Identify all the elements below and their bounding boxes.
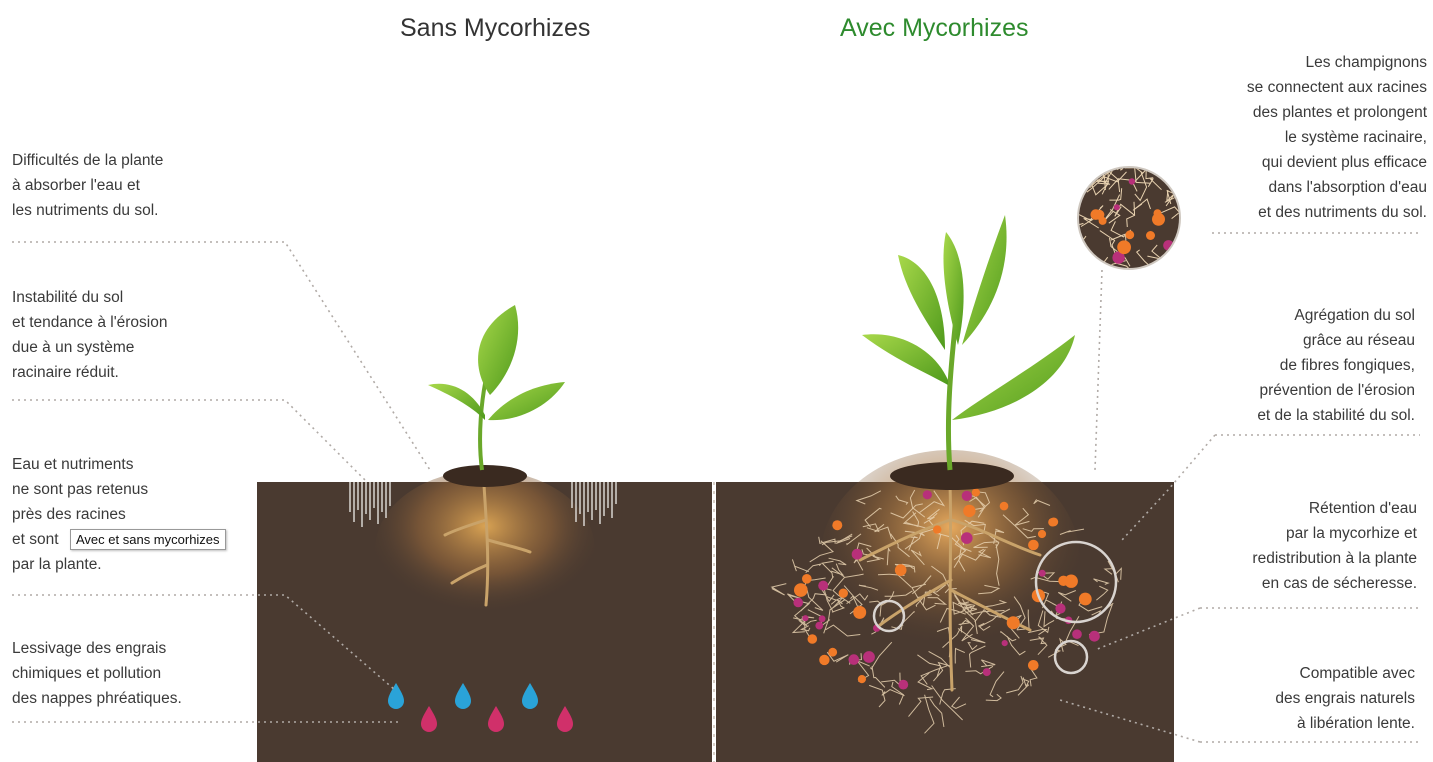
magnified-hyphae-circle bbox=[1071, 148, 1180, 280]
note-line: des nappes phréatiques. bbox=[12, 686, 182, 711]
soil-mound-left bbox=[443, 465, 527, 487]
note-line: de fibres fongiques, bbox=[1257, 353, 1415, 378]
note-line: et des nutriments du sol. bbox=[1247, 200, 1427, 225]
fungal-node bbox=[1146, 231, 1155, 240]
fungal-node bbox=[933, 525, 941, 533]
fungal-node bbox=[1072, 629, 1082, 639]
image-tooltip: Avec et sans mycorhizes bbox=[70, 529, 226, 550]
hypha-strand bbox=[1119, 148, 1127, 169]
note-line: par la mycorhize et bbox=[1252, 521, 1417, 546]
note-line: le système racinaire, bbox=[1247, 125, 1427, 150]
note-line: Difficultés de la plante bbox=[12, 148, 163, 173]
fungal-node bbox=[1007, 616, 1020, 629]
fungal-node bbox=[1089, 631, 1100, 642]
fungal-node bbox=[849, 654, 860, 665]
fungal-node bbox=[983, 668, 991, 676]
note-soil-instability: Instabilité du sol et tendance à l'érosi… bbox=[12, 285, 167, 385]
fungal-node bbox=[858, 675, 866, 683]
note-line: les nutriments du sol. bbox=[12, 198, 163, 223]
fungal-node bbox=[963, 505, 975, 517]
note-line: Eau et nutriments bbox=[12, 452, 148, 477]
note-line: en cas de sécheresse. bbox=[1252, 571, 1417, 596]
fungal-node bbox=[1002, 640, 1008, 646]
note-water-retention: Rétention d'eau par la mycorhize et redi… bbox=[1252, 496, 1417, 596]
note-line: Lessivage des engrais bbox=[12, 636, 182, 661]
fungal-node bbox=[802, 615, 808, 621]
note-line: due à un système bbox=[12, 335, 167, 360]
plant-left bbox=[428, 305, 565, 470]
plant-right bbox=[862, 215, 1075, 470]
fungal-node bbox=[923, 490, 932, 499]
note-line: Instabilité du sol bbox=[12, 285, 167, 310]
fungal-node bbox=[1094, 210, 1104, 220]
note-water-not-retained: Eau et nutriments ne sont pas retenus pr… bbox=[12, 452, 148, 577]
fungal-node bbox=[1129, 178, 1135, 184]
note-line: des engrais naturels bbox=[1275, 686, 1415, 711]
hypha-strand bbox=[1079, 157, 1092, 174]
fungal-node bbox=[1055, 603, 1065, 613]
note-line: et tendance à l'érosion bbox=[12, 310, 167, 335]
fungal-node bbox=[1048, 518, 1057, 527]
note-line: des plantes et prolongent bbox=[1247, 100, 1427, 125]
note-line: à libération lente. bbox=[1275, 711, 1415, 736]
fungal-node bbox=[815, 622, 823, 630]
note-line: chimiques et pollution bbox=[12, 661, 182, 686]
fungal-node bbox=[1117, 240, 1131, 254]
fungal-node bbox=[808, 634, 818, 644]
note-line: à absorber l'eau et bbox=[12, 173, 163, 198]
fungal-node bbox=[819, 615, 826, 622]
fungal-node bbox=[1065, 575, 1078, 588]
fungal-node bbox=[819, 655, 829, 665]
note-fungi-connect: Les champignons se connectent aux racine… bbox=[1247, 50, 1427, 225]
fungal-node bbox=[1114, 204, 1120, 210]
fungal-node bbox=[1039, 570, 1046, 577]
fungal-node bbox=[793, 598, 803, 608]
note-line: se connectent aux racines bbox=[1247, 75, 1427, 100]
note-line: grâce au réseau bbox=[1257, 328, 1415, 353]
note-line: racinaire réduit. bbox=[12, 360, 167, 385]
note-line: dans l'absorption d'eau bbox=[1247, 175, 1427, 200]
fungal-node bbox=[839, 589, 848, 598]
note-line: Agrégation du sol bbox=[1257, 303, 1415, 328]
fungal-node bbox=[818, 581, 828, 591]
note-line: ne sont pas retenus bbox=[12, 477, 148, 502]
note-natural-fertilizer: Compatible avec des engrais naturels à l… bbox=[1275, 661, 1415, 736]
fungal-node bbox=[1125, 230, 1134, 239]
note-absorption-difficulty: Difficultés de la plante à absorber l'ea… bbox=[12, 148, 163, 223]
fungal-node bbox=[852, 549, 863, 560]
fungal-node bbox=[828, 648, 837, 657]
fungal-node bbox=[895, 564, 907, 576]
fungal-node bbox=[863, 651, 875, 663]
fungal-node bbox=[961, 532, 973, 544]
note-line: Rétention d'eau bbox=[1252, 496, 1417, 521]
fungal-node bbox=[972, 488, 980, 496]
note-line: Les champignons bbox=[1247, 50, 1427, 75]
fungal-node bbox=[832, 520, 842, 530]
note-line: par la plante. bbox=[12, 552, 148, 577]
note-line: et de la stabilité du sol. bbox=[1257, 403, 1415, 428]
fungal-node bbox=[1038, 530, 1046, 538]
note-line: Compatible avec bbox=[1275, 661, 1415, 686]
note-fertilizer-leaching: Lessivage des engrais chimiques et pollu… bbox=[12, 636, 182, 711]
fungal-node bbox=[1079, 593, 1092, 606]
fungal-node bbox=[1028, 660, 1039, 671]
fungal-node bbox=[1000, 502, 1009, 511]
note-line: prévention de l'érosion bbox=[1257, 378, 1415, 403]
fungal-node bbox=[853, 606, 866, 619]
note-line: près des racines bbox=[12, 502, 148, 527]
fungal-node bbox=[1028, 540, 1039, 551]
fungal-node bbox=[1152, 213, 1165, 226]
fungal-node bbox=[794, 583, 808, 597]
fungal-node bbox=[962, 491, 972, 501]
note-soil-aggregation: Agrégation du sol grâce au réseau de fib… bbox=[1257, 303, 1415, 428]
note-line: qui devient plus efficace bbox=[1247, 150, 1427, 175]
fungal-node bbox=[898, 680, 908, 690]
hypha-strand bbox=[1089, 168, 1098, 178]
fungal-node bbox=[802, 574, 812, 584]
note-line: redistribution à la plante bbox=[1252, 546, 1417, 571]
